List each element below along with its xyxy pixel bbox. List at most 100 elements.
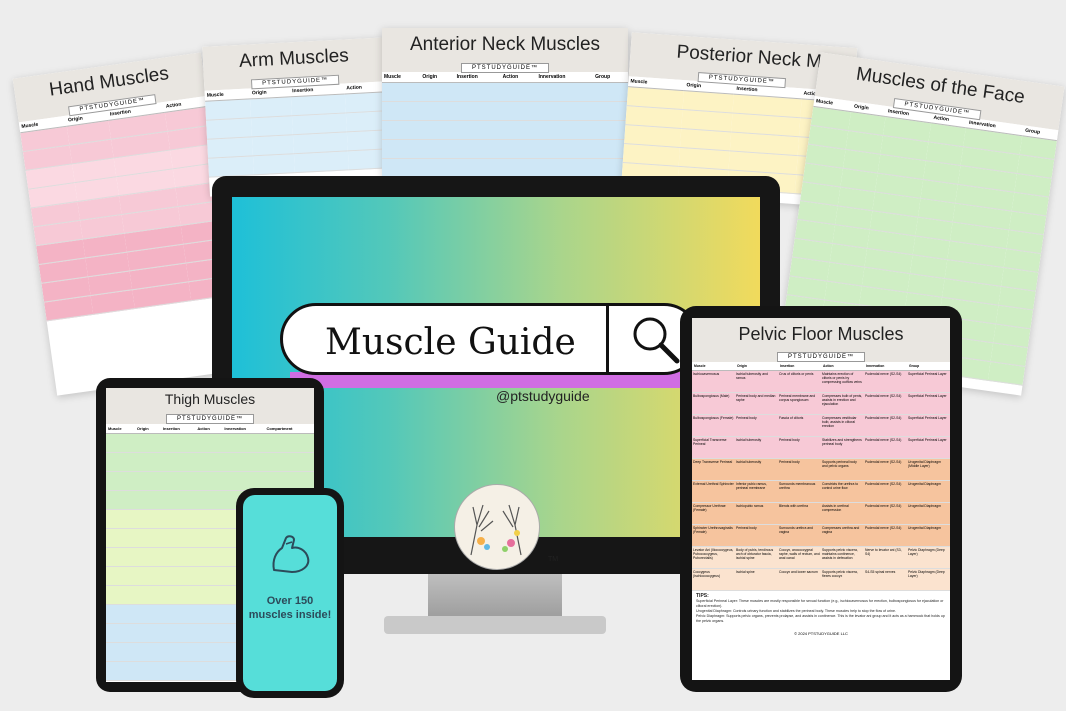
table-cell: Perineal body [778,458,821,481]
table-cell: Urogenital Diaphragm (Middle Layer) [907,458,950,481]
table-cell: Pelvic Diaphragm (Deep Layer) [907,546,950,569]
table-cell: Levator Ani (Iliococcygeus, Pubococcygeu… [692,546,735,569]
column-header: Origin [420,72,455,83]
ptstudyguide-logo [454,484,540,570]
column-header: Insertion [454,72,501,83]
phone-caption: Over 150 muscles inside! [243,594,337,622]
table-row: Levator Ani (Iliococcygeus, Pubococcygeu… [692,546,950,569]
table-cell: External Urethral Sphincter [692,480,735,503]
monitor-stand-base [384,616,606,634]
table-cell: Pudendal nerve (S2-S4) [864,524,907,547]
table-cell: Perineal body and median raphe [735,392,778,415]
social-handle: @ptstudyguide [496,388,590,404]
table-cell: Urogenital Diaphragm [907,480,950,503]
table-cell: Constricts the urethra to control urine … [821,480,864,503]
table-cell: Compresses vestibular bulb, assists in c… [821,414,864,437]
arm-muscles-sheet: Arm Muscles PTSTUDYGUIDE™ Muscle Origin … [202,37,392,197]
table-cell: Pudendal nerve (S2-S4) [864,480,907,503]
table-cell: Ischial tuberosity and ramus [735,370,778,393]
sheet-title: Thigh Muscles [164,391,256,407]
table-cell: Perineal body [778,436,821,459]
brand-label: PTSTUDYGUIDE™ [776,352,865,362]
table-cell: Supports perineal body and pelvic organs [821,458,864,481]
table-cell: Fascia of clitoris [778,414,821,437]
magnifier-icon [628,312,682,366]
pelvic-tablet-screen: Pelvic Floor Muscles PTSTUDYGUIDE™ Muscl… [692,318,950,680]
table-cell: Pudendal nerve (S2-S4) [864,458,907,481]
table-cell: Ischial tuberosity [735,436,778,459]
table-cell: Pudendal nerve (S2-S4) [864,392,907,415]
table-cell: Superficial Perineal Layer [907,392,950,415]
sheet-title: Pelvic Floor Muscles [738,324,904,344]
table-cell: Pudendal nerve (S2-S4) [864,414,907,437]
table-cell: Blends with urethra [778,502,821,525]
table-cell: Superficial Perineal Layer [907,370,950,393]
column-header: Group [907,362,950,371]
column-header: Insertion [778,362,821,371]
table-cell: Pelvic Diaphragm (Deep Layer) [907,568,950,591]
table-cell: Perineal body [735,524,778,547]
phone-caption-line1: Over 150 [266,595,314,607]
table-cell: Compressor Urethrae (Female) [692,502,735,525]
table-row: Coccygeus (Ischiococcygeus)Ischial spine… [692,568,950,591]
table-cell: Ischial spine [735,568,778,591]
anterior-neck-sheet: Anterior Neck Muscles PTSTUDYGUIDE™ Musc… [382,28,628,178]
table-cell: Superficial Perineal Layer [907,414,950,437]
monitor-stand [428,574,562,618]
table-cell: Superficial Perineal Layer [907,436,950,459]
table-cell: Nerve to levator ani (S3, S4) [864,546,907,569]
tip-item: Urogenital Diaphragm: Controls urinary f… [696,609,897,613]
table-cell: Assists in urethral compression [821,502,864,525]
table-cell: Compresses bulb of penis, assists in ere… [821,392,864,415]
column-header: Origin [134,424,161,434]
table-cell: Deep Transverse Perineal [692,458,735,481]
muscle-guide-title: Muscle Guide [325,322,576,363]
column-header: Muscle [382,72,421,83]
table-cell: Inferior pubic ramus, perineal membrane [735,480,778,503]
table-cell: Surrounds urethra and vagina [778,524,821,547]
table-cell: Compresses urethra and vagina [821,524,864,547]
table-cell: Supports pelvic viscera, flexes coccyx [821,568,864,591]
tip-item: Superficial Perineal Layer: These muscle… [696,599,944,608]
table-cell: Stabilizes and strengthens perineal body [821,436,864,459]
table-cell: Maintains erection of clitoris or penis … [821,370,864,393]
column-header: Muscle [106,424,135,434]
search-divider [606,303,609,375]
table-cell: Pudendal nerve (S2-S4) [864,502,907,525]
sheet-header: Pelvic Floor Muscles PTSTUDYGUIDE™ [692,318,950,362]
sheet-title: Anterior Neck Muscles [409,34,601,55]
muscle-table: Muscle Origin Insertion Action [204,81,391,178]
table-cell: Bulbospongiosus (Male) [692,392,735,415]
tips-section: TIPS: Superficial Perineal Layer: These … [692,591,950,627]
pelvic-muscle-table: Muscle Origin Insertion Action Innervati… [692,362,950,591]
table-cell: Superficial Transverse Perineal [692,436,735,459]
table-cell: Urogenital Diaphragm [907,524,950,547]
brand-label: PTSTUDYGUIDE™ [460,63,549,73]
table-row: Sphincter Urethrovaginalis (Female)Perin… [692,524,950,547]
table-cell: Sphincter Urethrovaginalis (Female) [692,524,735,547]
column-header: Innervation [222,424,265,434]
table-cell: Urogenital Diaphragm [907,502,950,525]
column-header: Insertion [160,424,196,434]
column-header: Innervation [536,72,594,83]
column-header: Muscle [692,362,735,371]
muscle-table: Muscle Origin Insertion Action [18,95,235,321]
table-cell: Perineal body [735,414,778,437]
table-cell: Pudendal nerve (S2-S4) [864,436,907,459]
table-cell: Surrounds membranous urethra [778,480,821,503]
column-header: Action [500,72,537,83]
table-cell: Coccyx and lower sacrum [778,568,821,591]
table-cell: Bulbospongiosus (Female) [692,414,735,437]
phone-caption-line2: muscles inside! [248,609,332,621]
column-header: Innervation [864,362,907,371]
table-cell: Coccygeus (Ischiococcygeus) [692,568,735,591]
tip-item: Pelvic Diaphragm: Supports pelvic organs… [696,614,945,623]
sheet-header: Thigh Muscles PTSTUDYGUIDE™ [106,388,314,424]
table-row: Bulbospongiosus (Male)Perineal body and … [692,392,950,415]
trademark-label: TM [548,556,559,563]
